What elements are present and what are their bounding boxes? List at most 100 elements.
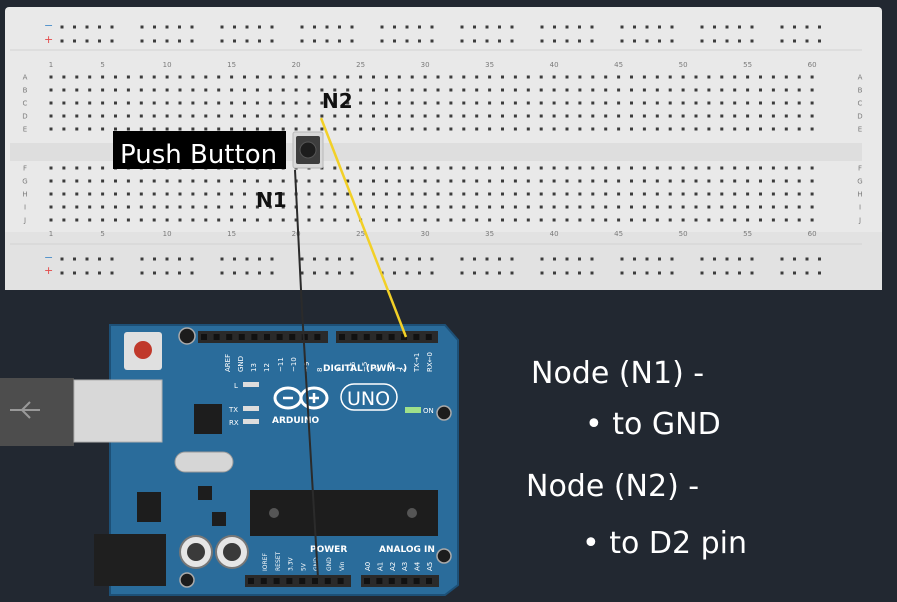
row-letter: B — [23, 87, 28, 95]
column-number: 30 — [421, 61, 430, 69]
breadboard-column-numbers: 1155101015152020252530303535404045455050… — [49, 61, 817, 238]
digital-pin-label: TX→1 — [413, 353, 421, 373]
push-button — [292, 131, 324, 169]
column-number: 25 — [356, 230, 365, 238]
push-button-label: Push Button — [120, 140, 277, 170]
row-letter: I — [859, 204, 861, 212]
column-number: 35 — [485, 61, 494, 69]
power-pin-label: RESET — [275, 551, 282, 571]
column-number: 30 — [421, 230, 430, 238]
column-number: 5 — [100, 61, 104, 69]
column-number: 15 — [227, 61, 236, 69]
digital-pin-label: 12 — [263, 363, 271, 372]
row-letter: H — [857, 191, 862, 199]
bottom-rail-minus: − — [44, 251, 53, 264]
column-number: 60 — [808, 230, 817, 238]
row-letter: F — [23, 165, 27, 173]
tx-led — [243, 406, 259, 411]
rx-led-label: RX — [229, 419, 239, 427]
breadboard-holes — [49, 25, 821, 275]
power-pin-label: 5V — [300, 562, 307, 571]
column-number: 45 — [614, 230, 623, 238]
column-number: 20 — [292, 230, 301, 238]
row-letter: E — [23, 126, 27, 134]
power-led — [405, 407, 421, 413]
column-number: 20 — [292, 61, 301, 69]
rx-led — [243, 419, 259, 424]
column-number: 50 — [679, 230, 688, 238]
power-pin-label: 3.3V — [288, 556, 295, 571]
push-button-label-box — [113, 131, 286, 169]
usb-cable — [0, 378, 74, 446]
voltage-regulator — [137, 492, 161, 522]
digital-pin-label: 8 — [316, 368, 324, 372]
analog-header-label: ANALOG IN — [379, 545, 435, 555]
model-badge — [340, 383, 398, 411]
power-header-label: POWER — [310, 545, 347, 555]
top-rail-minus: − — [44, 19, 53, 32]
note-line-4: • to D2 pin — [582, 526, 747, 561]
column-number: 10 — [163, 61, 172, 69]
digital-pin-label: 13 — [250, 363, 258, 372]
tx-led-label: TX — [228, 406, 238, 414]
brand-name: ARDUINO — [272, 416, 320, 426]
crystal — [174, 451, 234, 473]
analog-pin-label: A4 — [414, 561, 422, 571]
n1-label: N1 — [256, 188, 287, 212]
analog-pin-label: A3 — [401, 562, 409, 571]
row-letter: G — [22, 178, 27, 186]
power-pin-label: GND — [326, 557, 333, 571]
breadboard: − + − + 11551010151520202525303035354040… — [5, 7, 882, 290]
wire-n2-to-d2 — [319, 117, 408, 338]
l-led-label: L — [234, 382, 238, 390]
row-letter: E — [858, 126, 862, 134]
digital-pin-label: ~9 — [303, 362, 311, 372]
column-number: 25 — [356, 61, 365, 69]
power-jack — [94, 534, 166, 586]
digital-pin-label: ~5 — [361, 362, 369, 372]
small-chip — [194, 404, 222, 434]
column-number: 15 — [227, 230, 236, 238]
row-letter: J — [23, 217, 26, 225]
wire-n1-to-gnd — [294, 169, 319, 579]
row-letter: I — [24, 204, 26, 212]
note-line-2: • to GND — [585, 407, 721, 442]
digital-header-label: DIGITAL (PWM~) — [323, 364, 407, 374]
arduino-logo-icon — [273, 386, 329, 410]
column-number: 1 — [49, 61, 53, 69]
row-letter: H — [22, 191, 27, 199]
column-number: 40 — [550, 61, 559, 69]
model-name: UNO — [347, 388, 390, 410]
digital-header-right — [336, 331, 438, 343]
power-pin-label: Vin — [339, 561, 346, 571]
digital-pin-label: ~11 — [277, 357, 285, 372]
row-letter: G — [857, 178, 862, 186]
digital-pin-label: 2 — [399, 368, 407, 372]
power-pin-label: IOREF — [262, 553, 269, 571]
row-letter: J — [858, 217, 861, 225]
analog-pin-label: A1 — [376, 562, 384, 571]
column-number: 35 — [485, 230, 494, 238]
usb-icon — [10, 401, 40, 419]
row-letter: C — [858, 100, 863, 108]
column-number: 55 — [743, 230, 752, 238]
digital-pin-label: RX←0 — [426, 352, 434, 372]
row-letter: A — [23, 74, 28, 82]
notes: Node (N1) - • to GND Node (N2) - • to D2… — [526, 356, 747, 561]
digital-pin-label: ~10 — [290, 357, 298, 372]
column-number: 40 — [550, 230, 559, 238]
header-pin-holes — [201, 334, 432, 584]
digital-pin-label: GND — [237, 356, 245, 372]
column-number: 55 — [743, 61, 752, 69]
row-letter: F — [858, 165, 862, 173]
column-number: 60 — [808, 61, 817, 69]
digital-pin-label: 7 — [336, 368, 344, 372]
column-number: 50 — [679, 61, 688, 69]
analog-pin-label: A2 — [389, 562, 397, 571]
l-led — [243, 382, 259, 387]
column-number: 45 — [614, 61, 623, 69]
digital-pin-label: 4 — [374, 367, 382, 372]
n2-label: N2 — [322, 89, 353, 113]
